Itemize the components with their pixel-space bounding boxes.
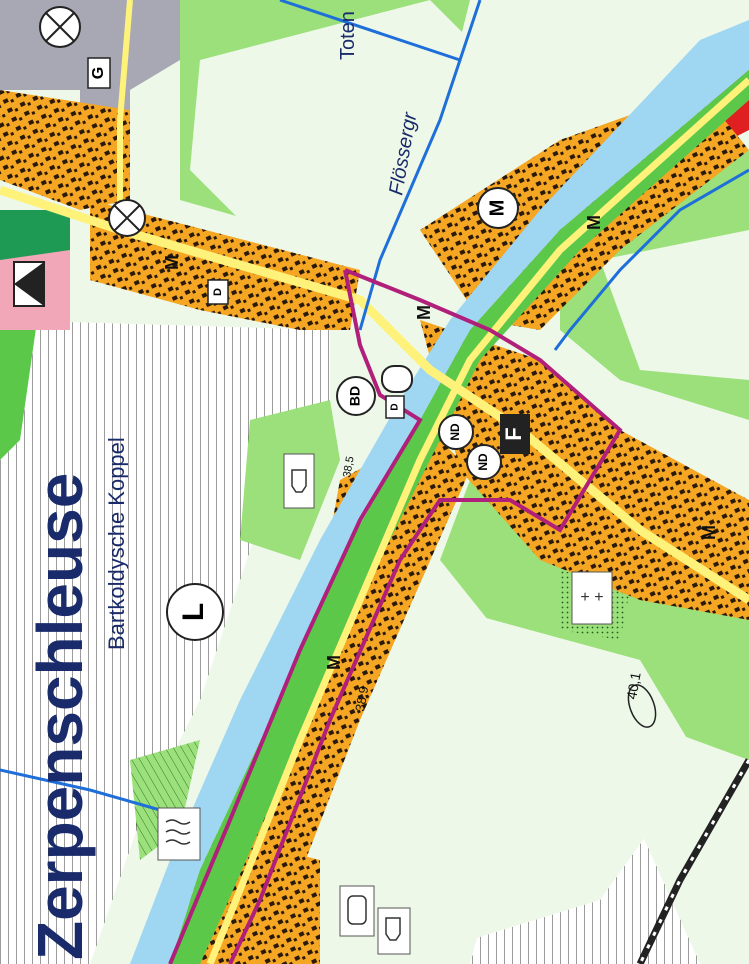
crossed-circle-symbol-road[interactable] [108,199,146,237]
symbol-F-text: F [501,427,526,440]
pale-field-right [600,230,749,380]
symbol-G-text: G [90,67,107,79]
symbol-ND-2[interactable]: ND [466,444,502,480]
planning-boundary [168,269,423,964]
grave-symbol-box[interactable]: + + [571,571,613,625]
symbol-L[interactable]: L [166,583,224,641]
water-totengraben [279,0,482,62]
svg-text:+ +: + + [580,589,603,606]
symbol-BD-text: BD [347,386,363,406]
symbol-M-label-5: M [324,655,344,670]
crossed-circle-symbol-top[interactable] [39,6,81,48]
symbol-F-box[interactable]: F [500,414,530,454]
church-symbol[interactable] [381,365,413,393]
district-name: Bartkoldysche Koppel [104,437,129,650]
elevation-marker [627,684,657,728]
symbol-D-text-main: D [212,288,224,296]
industrial-area [0,0,180,180]
elevation-label-3: 38,5 [341,455,357,478]
water-east [553,168,749,351]
symbol-ND-1[interactable]: ND [438,414,474,450]
waterway-label-toten: Toten [337,11,359,60]
symbol-G-box[interactable]: G [87,57,111,89]
symbol-D-box-canal[interactable]: D [385,395,405,419]
house-symbol[interactable] [13,261,45,307]
pale-field-top [190,0,470,250]
symbol-M-north[interactable]: M [477,187,519,229]
symbol-M-label-4: M [699,525,719,540]
symbol-M-label-3: M [584,215,604,230]
planning-boundary-east [228,268,623,964]
settlement-top-left [0,90,130,210]
place-name: Zerpenschleuse [24,473,96,960]
elevation-label-1: 38,9 [352,685,371,713]
green-hatched-area [130,740,200,860]
tree-symbol-box[interactable] [283,453,315,509]
symbol-BD[interactable]: BD [336,376,376,416]
symbol-ND-1-text: ND [448,423,462,441]
facility-symbol-box-2[interactable] [377,907,411,955]
road-north [117,0,133,230]
dark-green-strip [0,300,40,460]
facility-symbol-box-1[interactable] [339,885,375,937]
pale-field-bottom [380,600,700,940]
symbol-L-text: L [177,603,210,621]
symbol-D-text-canal: D [390,403,401,410]
canal [130,20,749,964]
canal-bank-south [170,70,749,964]
symbol-M-label-1: M [162,255,182,270]
water-symbol-box[interactable] [157,807,201,861]
symbol-D-box-main[interactable]: D [207,279,229,305]
elevation-label-2: 40,1 [623,671,644,701]
railway [636,758,749,964]
symbol-M-text: M [486,200,508,217]
symbol-M-label-2: M [414,305,434,320]
symbol-ND-2-text: ND [476,453,490,471]
road-canal [206,77,749,964]
